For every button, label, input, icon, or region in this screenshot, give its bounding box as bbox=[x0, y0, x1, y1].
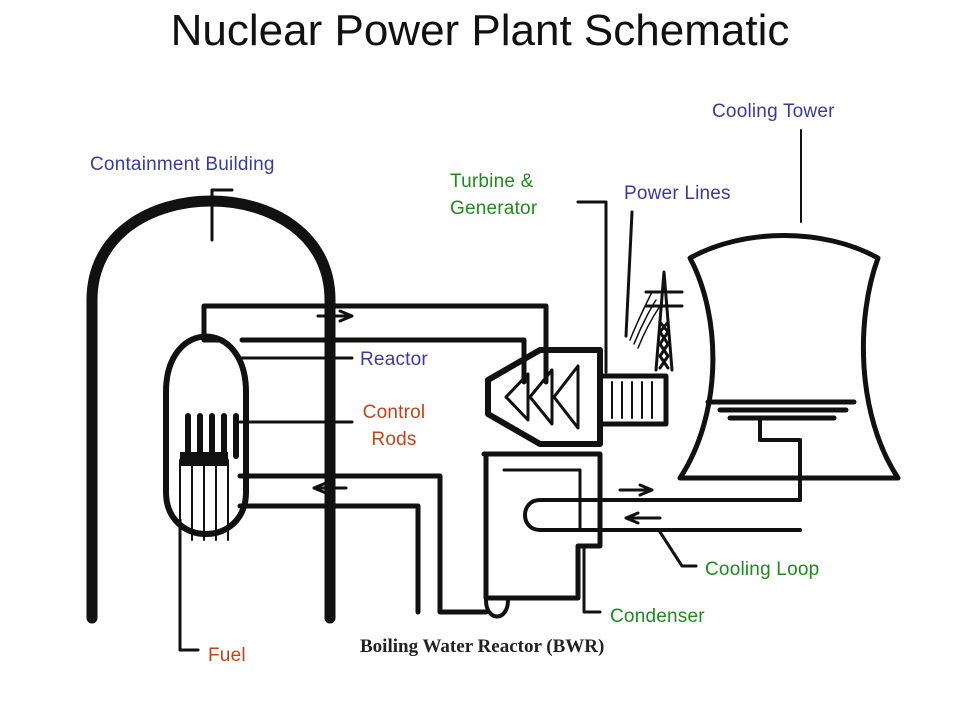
reactor-vessel bbox=[163, 333, 249, 537]
control-rods-label: Control Rods bbox=[356, 399, 432, 453]
control-rods bbox=[185, 413, 239, 459]
cooling-loop-riser bbox=[758, 418, 802, 502]
turbine-housing bbox=[485, 347, 603, 447]
transmission-tower bbox=[644, 270, 684, 372]
power-lines-label: Power Lines bbox=[624, 183, 731, 204]
condenser-leader bbox=[582, 544, 602, 614]
containment-building bbox=[86, 195, 336, 624]
power-lines-leader bbox=[624, 210, 634, 338]
diagram-caption: Boiling Water Reactor (BWR) bbox=[360, 636, 605, 657]
steam-line bbox=[201, 303, 549, 385]
generator-windings bbox=[611, 381, 653, 419]
power-line-wires bbox=[629, 291, 661, 349]
reactor-label: Reactor bbox=[360, 349, 428, 370]
generator bbox=[597, 373, 669, 427]
cooling-loop-label: Cooling Loop bbox=[705, 559, 820, 580]
page-title: Nuclear Power Plant Schematic bbox=[170, 6, 790, 55]
condenser-label: Condenser bbox=[610, 606, 705, 627]
cooling-tower-label: Cooling Tower bbox=[712, 101, 835, 122]
cooling-flow-arrow-top bbox=[618, 483, 654, 497]
hotwell bbox=[484, 598, 510, 619]
control-rods-label-line1: Control bbox=[362, 402, 426, 423]
fuel-rods bbox=[179, 459, 229, 541]
cooling-flow-arrow-bottom bbox=[624, 511, 662, 525]
cooling-loop bbox=[523, 498, 802, 532]
turbine-label-line1: Turbine & bbox=[450, 171, 534, 192]
turbine-blades bbox=[504, 364, 580, 430]
spray-headers bbox=[705, 399, 857, 421]
cooling-loop-leader bbox=[658, 530, 698, 568]
control-rods-label-line2: Rods bbox=[371, 429, 417, 450]
fuel-leader bbox=[178, 518, 200, 652]
fuel-label: Fuel bbox=[208, 645, 246, 666]
feedwater-line bbox=[237, 473, 489, 615]
containment-building-label: Containment Building bbox=[90, 154, 275, 175]
feedwater-flow-arrow bbox=[312, 481, 348, 495]
turbine-label-line2: Generator bbox=[450, 198, 538, 219]
condenser-inner bbox=[502, 468, 582, 530]
turbine-leader bbox=[576, 200, 608, 374]
steam-flow-arrow bbox=[316, 309, 354, 323]
cooling-tower bbox=[677, 233, 901, 481]
turbine-generator-label: Turbine & Generator bbox=[450, 168, 537, 222]
containment-leader bbox=[210, 188, 234, 242]
